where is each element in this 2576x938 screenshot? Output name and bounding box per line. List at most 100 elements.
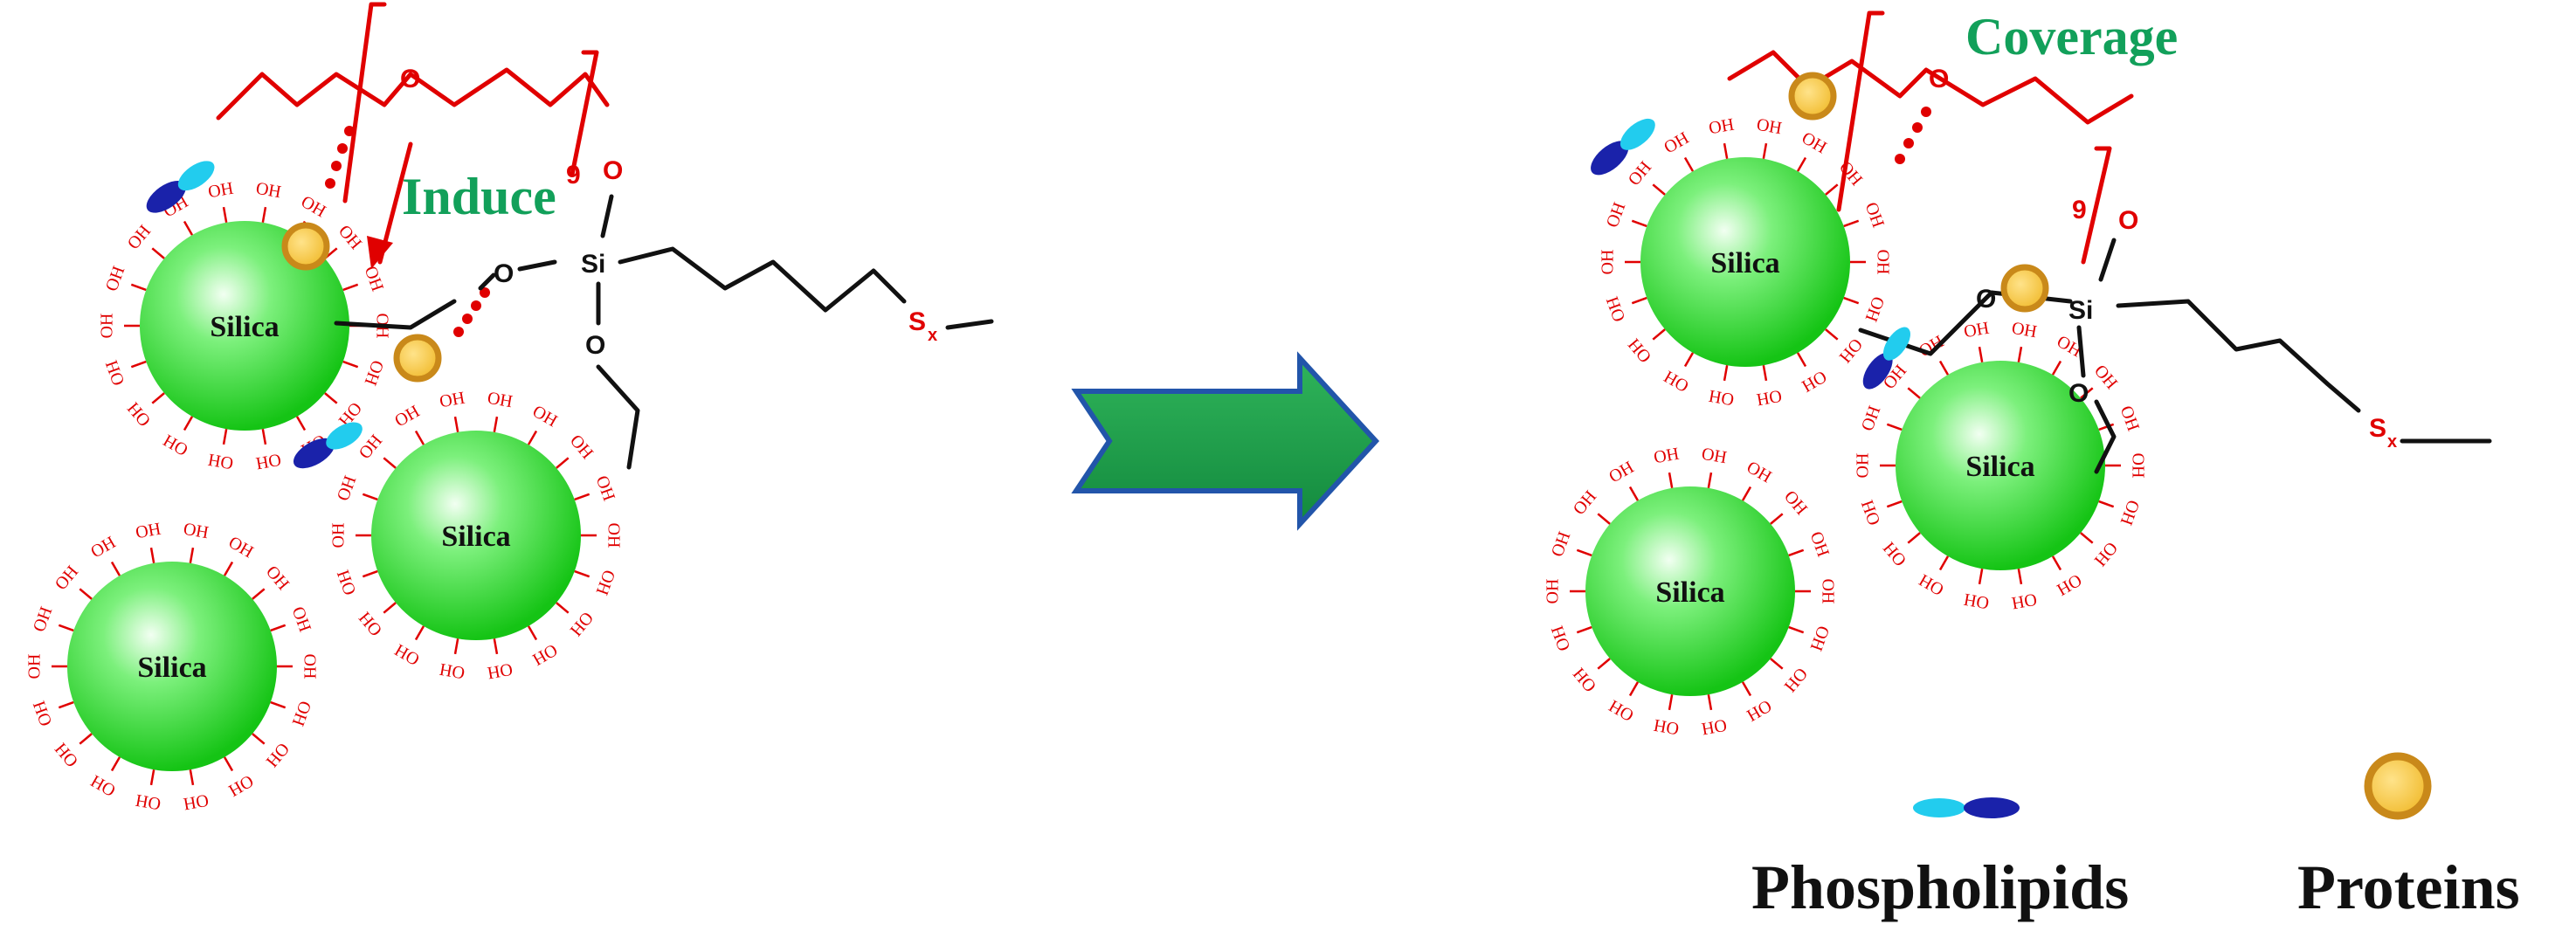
hydroxyl-label: OH [356,608,386,639]
hydroxyl-label: OH [1963,590,1991,613]
hydroxyl-label: OH [124,222,155,253]
hydroxyl-label: OH [1854,453,1873,479]
right-peg-bracket-right [2081,146,2112,265]
left-sulfur: S [908,307,926,336]
phospholipid-icon [1591,118,1655,176]
hydroxyl-label: OH [486,659,514,683]
hydroxyl-label: OH [2117,497,2144,528]
hydroxyl-label: OH [486,389,514,412]
hydroxyl-bond [189,547,195,564]
left-silane-chain [600,194,994,330]
hydroxyl-label: OH [391,402,423,431]
left-silicon: Si [581,250,605,279]
hydroxyl-label: OH [207,179,235,203]
hydroxyl-bond [261,206,267,224]
hydroxyl-bond [2051,360,2062,376]
hydroxyl-bond [1843,296,1860,305]
hydroxyl-label: OH [87,533,119,562]
right-silane-chain [2098,238,2492,444]
hydroxyl-bond [1668,693,1674,711]
hydroxyl-bond [527,430,538,445]
hydroxyl-bond [1631,296,1647,305]
left-oxygen-peg-end: O [603,156,623,185]
hydroxyl-label: OH [592,473,619,504]
protein-icon [1788,72,1837,121]
hydroxyl-label: OH [335,222,365,253]
right-repeat-subscript: 9 [2072,196,2087,224]
left-oxygen-2: O [585,331,605,360]
phospholipid-icon [1862,327,1910,390]
hydroxyl-bond [1788,625,1805,634]
left-sulfur-subscript: x [928,326,937,345]
hydroxyl-bond [261,428,267,445]
hydroxyl-bond [1597,658,1611,670]
right-silicon: Si [2068,296,2093,325]
hydroxyl-label: OH [87,771,119,800]
hydroxyl-bond [324,392,338,404]
hydroxyl-label: OH [1858,403,1885,434]
hydroxyl-label: OH [262,562,293,594]
hydroxyl-bond [1707,693,1713,711]
hydroxyl-bond [151,392,165,404]
hydroxyl-bond [383,602,397,614]
hydroxyl-bond [1762,142,1768,160]
right-oxygen-2: O [2068,379,2089,408]
hydroxyl-label: OH [329,523,349,548]
silica-sphere [1585,486,1795,696]
right-hydrogen-bond-dots [1895,107,1931,164]
hydroxyl-label: OH [2090,362,2121,393]
hydroxyl-label: OH [1653,715,1681,739]
left-silane-link-particle [334,299,457,330]
hydroxyl-label: OH [1880,538,1910,569]
hydroxyl-bond [1938,360,1950,376]
hydroxyl-bond [1825,183,1839,196]
protein-icon [2000,264,2049,313]
hydroxyl-label: OH [225,533,257,562]
hydroxyl-label: OH [160,431,191,459]
hydroxyl-label: OH [1606,696,1637,725]
hydroxyl-label: OH [298,192,329,221]
hydroxyl-bond [1723,142,1729,160]
hydroxyl-bond [183,416,194,431]
hydroxyl-bond [110,756,121,772]
hydroxyl-label: OH [1708,115,1736,139]
left-oxygen-peg: O [400,65,420,93]
left-repeat-subscript: 9 [566,161,581,190]
coverage-label: Coverage [1965,8,2178,66]
hydroxyl-label: OH [2128,453,2147,479]
reaction-arrow-icon [1071,351,1380,531]
hydroxyl-bond [414,430,425,445]
hydroxyl-label: OH [135,790,162,814]
hydroxyl-bond [527,625,538,641]
hydroxyl-label: OH [529,402,561,431]
right-peg-chain [1727,50,2134,125]
hydroxyl-label: OH [288,604,315,635]
hydroxyl-bond [2098,500,2115,508]
induce-label: Induce [402,168,556,225]
silica-label: Silica [137,652,206,684]
hydroxyl-label: OH [1916,570,1947,599]
silica-label: Silica [1710,247,1779,279]
hydroxyl-label: OH [182,520,210,543]
hydroxyl-bond [252,733,266,745]
hydroxyl-bond [342,283,359,292]
hydroxyl-label: OH [182,790,210,814]
hydroxyl-bond [493,416,499,433]
hydroxyl-bond [1770,513,1784,525]
hydroxyl-label: OH [1625,335,1655,366]
hydroxyl-bond [79,733,93,745]
hydroxyl-bond [1652,183,1666,196]
hydroxyl-bond [2098,423,2115,431]
hydroxyl-label: OH [391,640,423,669]
hydroxyl-label: OH [1603,200,1630,231]
hydroxyl-bond [130,283,147,292]
hydroxyl-bond [1597,513,1611,525]
hydroxyl-label: OH [1861,200,1889,231]
hydroxyl-label: OH [1858,497,1885,528]
hydroxyl-label: OH [1861,293,1889,324]
hydroxyl-bond [556,602,570,614]
